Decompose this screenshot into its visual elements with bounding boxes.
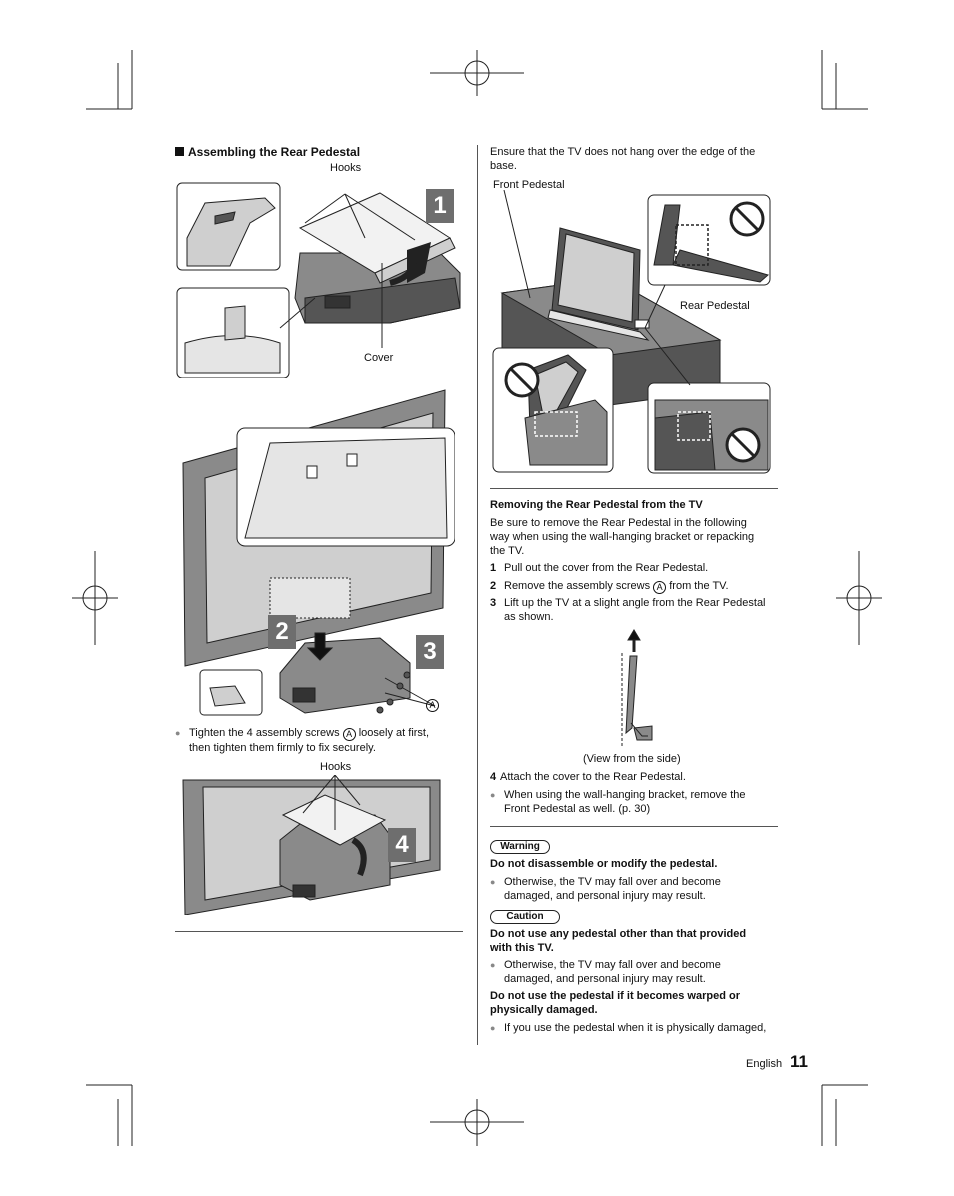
screw-marker-step2: A xyxy=(653,581,667,594)
tighten-note: ● Tighten the 4 assembly screws A loosel… xyxy=(175,726,479,755)
warning-note-1: Otherwise, the TV may fall over and beco… xyxy=(504,876,721,888)
warning-badge: Warning xyxy=(490,840,550,854)
screw-marker-inline: A xyxy=(342,728,356,741)
wall-note-2: Front Pedestal as well. (p. 30) xyxy=(504,803,651,815)
bullet-icon: ● xyxy=(490,1023,496,1033)
right-rule-1 xyxy=(490,488,778,489)
ensure-text: Ensure that the TV does not hang over th… xyxy=(490,145,780,173)
step-badge-3: 3 xyxy=(416,635,444,669)
step-4-text: Attach the cover to the Rear Pedestal. xyxy=(500,771,686,783)
caution-badge: Caution xyxy=(490,910,560,924)
warning-note-2: damaged, and personal injury may result. xyxy=(504,890,706,902)
wall-note: ● When using the wall-hanging bracket, r… xyxy=(490,788,794,816)
tighten-note-line2: then tighten them firmly to fix securely… xyxy=(189,742,376,754)
step-badge-4: 4 xyxy=(388,828,416,862)
removing-title: Removing the Rear Pedestal from the TV xyxy=(490,499,703,511)
tighten-note-pre: Tighten the 4 assembly screws xyxy=(189,727,340,739)
removing-intro: Be sure to remove the Rear Pedestal in t… xyxy=(490,516,780,558)
figure-cover-attach xyxy=(182,775,441,915)
step-1-text: Pull out the cover from the Rear Pedesta… xyxy=(504,562,709,574)
caution-note-1-line1: Otherwise, the TV may fall over and beco… xyxy=(504,959,721,971)
left-bottom-rule xyxy=(175,931,463,932)
section-title: Assembling the Rear Pedestal xyxy=(175,145,360,159)
step-2-number: 2 xyxy=(490,580,497,592)
step-3-text-2: as shown. xyxy=(504,611,554,623)
bullet-icon: ● xyxy=(490,877,496,887)
caution-note-1: ● Otherwise, the TV may fall over and be… xyxy=(490,958,794,986)
rear-pedestal-label: Rear Pedestal xyxy=(680,299,750,313)
right-rule-2 xyxy=(490,826,778,827)
figure-cover-removal xyxy=(176,182,461,378)
fig1-cover-label: Cover xyxy=(364,352,394,364)
page-number: 11 xyxy=(790,1052,808,1071)
section-title-text: Assembling the Rear Pedestal xyxy=(188,145,361,159)
step-4-number: 4 xyxy=(490,771,497,783)
caution-note-2-line1: If you use the pedestal when it is physi… xyxy=(504,1022,767,1034)
caution-heading-1-line2: with this TV. xyxy=(490,942,554,954)
step-1: 1 Pull out the cover from the Rear Pedest… xyxy=(490,561,708,575)
figure-pedestal-attach xyxy=(182,389,455,716)
step-badge-1: 1 xyxy=(426,189,454,223)
bullet-icon: ● xyxy=(175,728,181,738)
removing-intro-1: Be sure to remove the Rear Pedestal in t… xyxy=(490,517,747,529)
figure-side-view xyxy=(621,629,653,748)
step-badge-2: 2 xyxy=(268,615,296,649)
caution-heading-2: Do not use the pedestal if it becomes wa… xyxy=(490,989,780,1017)
ensure-text-2: base. xyxy=(490,160,517,172)
fig3-hooks-label: Hooks xyxy=(320,761,352,773)
step-3-text-1: Lift up the TV at a slight angle from th… xyxy=(504,597,766,609)
step-2: 2 Remove the assembly screws A from the T… xyxy=(490,579,729,594)
step-3-number: 3 xyxy=(490,597,497,609)
step-1-number: 1 xyxy=(490,562,497,574)
ensure-text-1: Ensure that the TV does not hang over th… xyxy=(490,146,756,158)
step-3: 3 Lift up the TV at a slight angle from t… xyxy=(490,596,780,624)
warning-note: ● Otherwise, the TV may fall over and be… xyxy=(490,875,794,903)
removing-intro-2: way when using the wall-hanging bracket … xyxy=(490,531,755,543)
warning-heading: Do not disassemble or modify the pedesta… xyxy=(490,858,718,870)
screw-marker-label: A xyxy=(426,697,439,712)
screw-marker: A xyxy=(426,699,439,712)
square-bullet-icon xyxy=(175,147,184,156)
front-pedestal-label: Front Pedestal xyxy=(493,179,565,191)
caution-heading-2-line2: physically damaged. xyxy=(490,1004,598,1016)
footer-language: English xyxy=(746,1058,783,1070)
caution-heading-1-line1: Do not use any pedestal other than that … xyxy=(490,928,747,940)
view-caption: (View from the side) xyxy=(583,753,681,765)
removing-intro-3: the TV. xyxy=(490,545,525,557)
tighten-note-post: loosely at first, xyxy=(358,727,430,739)
wall-note-1: When using the wall-hanging bracket, rem… xyxy=(504,789,746,801)
column-divider xyxy=(477,145,478,1045)
bullet-icon: ● xyxy=(490,960,496,970)
caution-note-2: ● If you use the pedestal when it is phy… xyxy=(490,1021,799,1035)
step-2-text-post: from the TV. xyxy=(669,580,729,592)
caution-heading-1: Do not use any pedestal other than that … xyxy=(490,927,780,955)
caution-note-1-line2: damaged, and personal injury may result. xyxy=(504,973,706,985)
bullet-icon: ● xyxy=(490,790,496,800)
caution-heading-2-line1: Do not use the pedestal if it becomes wa… xyxy=(490,990,740,1002)
fig1-hooks-label: Hooks xyxy=(330,162,362,174)
step-2-text-pre: Remove the assembly screws xyxy=(504,580,651,592)
figure-pedestal-position xyxy=(492,190,771,474)
